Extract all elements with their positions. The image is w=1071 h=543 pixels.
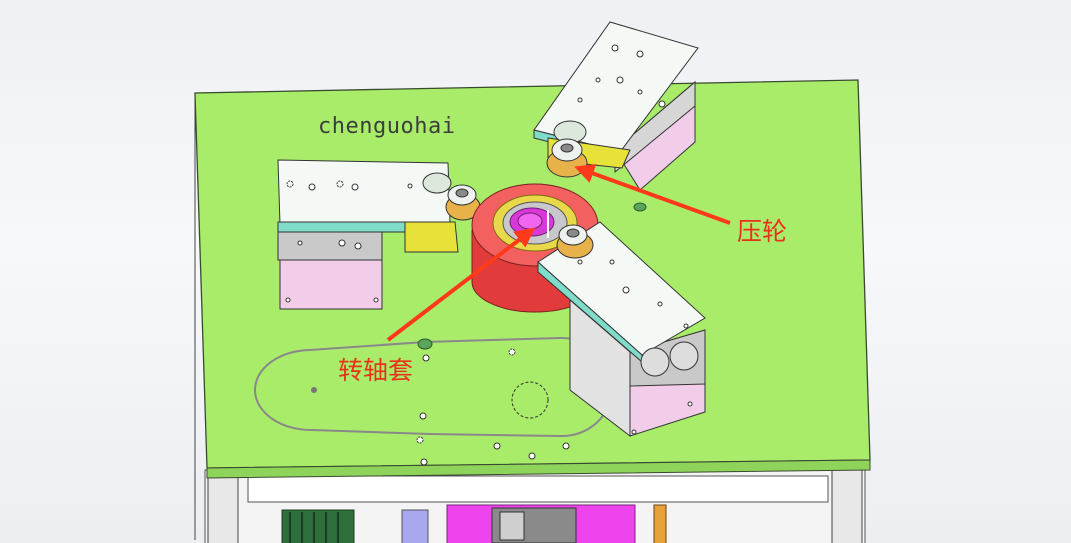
locating-pin [417, 338, 433, 350]
press-wheel-label: 压轮 [737, 217, 788, 246]
mounting-holes [311, 348, 570, 466]
shaft-sleeve-arrow [386, 227, 536, 342]
machine-frame [204, 469, 866, 543]
top-press-module [533, 21, 699, 191]
press-wheel-arrow [574, 164, 731, 225]
right-press-wheel [556, 224, 594, 259]
shaft-sleeve-label: 转轴套 [338, 356, 414, 385]
locating-pin [633, 202, 647, 212]
left-press-wheel [445, 184, 481, 221]
author-label: chenguohai [318, 114, 456, 139]
left-press-module [277, 159, 459, 310]
